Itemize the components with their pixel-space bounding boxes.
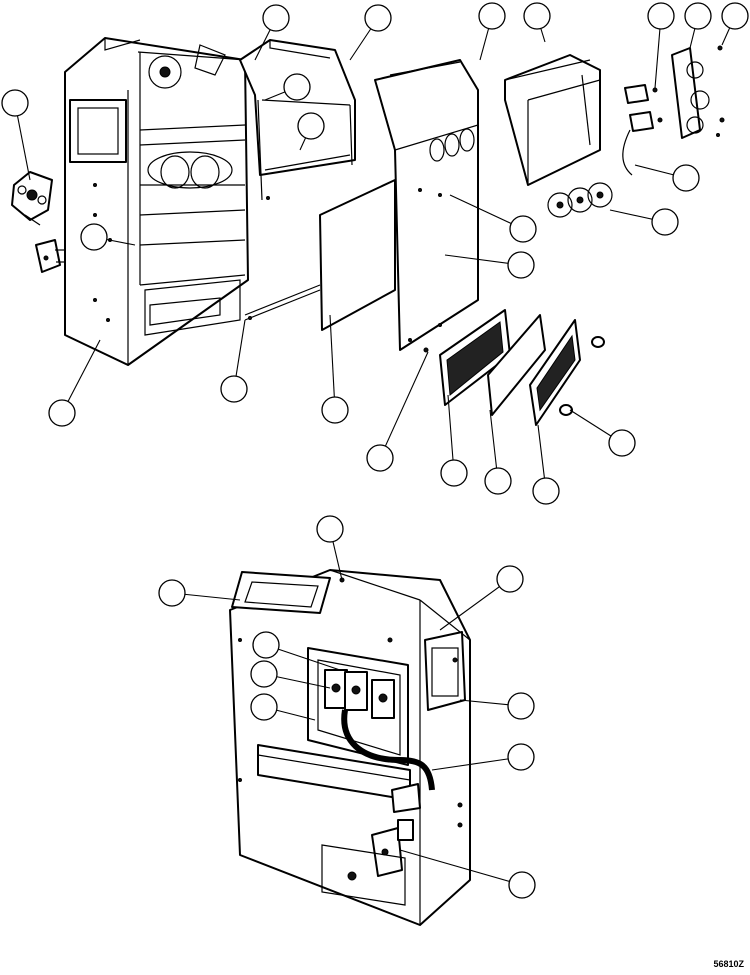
upper-exploded-view xyxy=(11,37,725,426)
callout-balloon-30[interactable] xyxy=(507,692,535,720)
valve-assembly xyxy=(11,171,53,226)
filter-panel xyxy=(244,179,396,331)
callout-balloon-7[interactable] xyxy=(721,2,749,30)
callout-balloon-17[interactable] xyxy=(220,375,248,403)
callout-balloon-18[interactable] xyxy=(321,396,349,424)
callout-balloon-9[interactable] xyxy=(283,73,311,101)
leader-line xyxy=(379,351,429,459)
leader-line xyxy=(431,756,522,771)
control-switches xyxy=(622,45,725,176)
callout-balloon-23[interactable] xyxy=(608,429,636,457)
grommets xyxy=(423,336,605,416)
callout-balloon-16[interactable] xyxy=(48,399,76,427)
cover-bracket xyxy=(239,39,356,201)
callout-balloon-11[interactable] xyxy=(80,223,108,251)
callout-balloon-15[interactable] xyxy=(507,251,535,279)
filter-frame xyxy=(487,314,546,416)
callout-balloon-12[interactable] xyxy=(672,164,700,192)
callout-balloon-19[interactable] xyxy=(366,444,394,472)
leader-line xyxy=(329,314,336,411)
callout-balloon-3[interactable] xyxy=(478,2,506,30)
callout-balloon-2[interactable] xyxy=(364,4,392,32)
callout-balloon-25[interactable] xyxy=(158,579,186,607)
callout-balloon-10[interactable] xyxy=(297,112,325,140)
callout-balloon-21[interactable] xyxy=(484,467,512,495)
callout-balloon-24[interactable] xyxy=(316,515,344,543)
callout-balloon-6[interactable] xyxy=(684,2,712,30)
callout-balloon-31[interactable] xyxy=(507,743,535,771)
callout-balloon-27[interactable] xyxy=(252,631,280,659)
duct-cover xyxy=(504,54,601,186)
callout-balloon-1[interactable] xyxy=(262,4,290,32)
lower-assembled-view xyxy=(229,569,471,926)
callout-balloon-20[interactable] xyxy=(440,459,468,487)
callout-balloon-14[interactable] xyxy=(509,215,537,243)
callout-balloon-5[interactable] xyxy=(647,2,675,30)
callout-balloon-32[interactable] xyxy=(508,871,536,899)
front-panel xyxy=(374,59,479,351)
callout-balloon-28[interactable] xyxy=(250,660,278,688)
switch-block xyxy=(35,239,66,273)
callout-balloons xyxy=(1,2,749,899)
callout-balloon-13[interactable] xyxy=(651,208,679,236)
leader-line xyxy=(399,849,523,886)
leader-line xyxy=(61,339,101,414)
callout-balloon-8[interactable] xyxy=(1,89,29,117)
figure-code: 56810Z xyxy=(713,959,744,969)
callout-balloon-29[interactable] xyxy=(250,693,278,721)
callout-balloon-4[interactable] xyxy=(523,2,551,30)
main-housing-frame xyxy=(64,37,249,366)
leader-line xyxy=(439,578,511,631)
control-knobs xyxy=(547,182,613,218)
outlet-grille xyxy=(529,319,581,426)
callout-balloon-26[interactable] xyxy=(496,565,524,593)
callout-balloon-22[interactable] xyxy=(532,477,560,505)
